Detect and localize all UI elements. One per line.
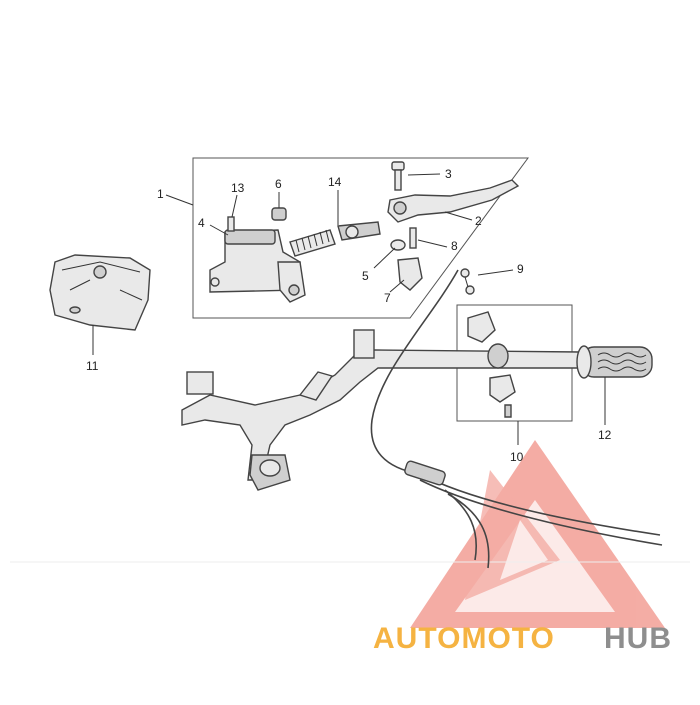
callout-5: 5 <box>362 269 369 283</box>
brake-lever <box>387 179 520 223</box>
callout-3: 3 <box>445 167 452 181</box>
switch-housing-parts <box>467 311 516 418</box>
stop-switch-9 <box>460 268 475 295</box>
callout-6: 6 <box>275 177 282 191</box>
watermark-text: AUTOMOTO HUB <box>373 622 672 655</box>
watermark-brand-part2: HUB <box>604 622 672 655</box>
throttle-grip <box>576 345 653 379</box>
callout-4: 4 <box>198 216 205 230</box>
callout-1: 1 <box>157 187 164 201</box>
bracket-7 <box>397 257 423 291</box>
bolt-13 <box>227 216 235 232</box>
lever-pivot <box>393 201 407 215</box>
callout-13: 13 <box>231 181 245 195</box>
callout-14: 14 <box>328 175 342 189</box>
screw-3 <box>391 161 405 191</box>
piston-kit <box>289 221 381 257</box>
callout-2: 2 <box>475 214 482 228</box>
master-cylinder-group-box <box>192 157 529 319</box>
callout-7: 7 <box>384 291 391 305</box>
cap-6 <box>271 207 287 221</box>
screw-8 <box>409 227 417 249</box>
handlebar-frame <box>181 329 581 491</box>
brake-cables <box>370 269 663 569</box>
callout-labels: 1 2 3 4 5 6 7 8 9 10 11 12 13 14 <box>86 167 612 464</box>
callout-10: 10 <box>510 450 524 464</box>
cover-11 <box>49 254 151 331</box>
washer-5 <box>390 239 406 251</box>
callout-11: 11 <box>86 359 99 373</box>
callout-8: 8 <box>451 239 458 253</box>
callout-12: 12 <box>598 428 612 442</box>
watermark-brand-part1: AUTOMOTO <box>373 622 555 655</box>
leader-lines <box>92 173 606 445</box>
callout-9: 9 <box>517 262 524 276</box>
master-cylinder <box>209 229 306 303</box>
watermark-logo <box>410 440 665 628</box>
